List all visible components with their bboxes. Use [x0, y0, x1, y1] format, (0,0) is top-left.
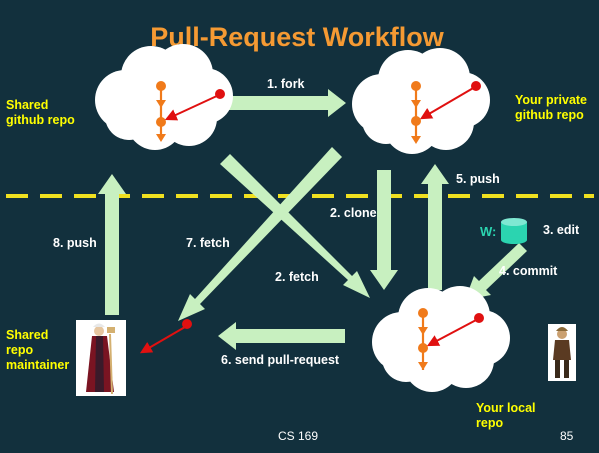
- label-line: repo: [6, 343, 33, 357]
- step-fetch-7-label: 7. fetch: [186, 236, 230, 250]
- branch-pointer-dot: [215, 89, 225, 99]
- shared-repo-commit-graph: [156, 81, 225, 142]
- slide-title: Pull-Request Workflow: [150, 22, 445, 52]
- private-github-repo-cloud: [352, 48, 490, 154]
- label-line: Your private: [515, 93, 587, 107]
- working-directory-label: W:: [480, 224, 496, 239]
- private-github-repo-label: Your private github repo: [515, 93, 591, 122]
- commit-node: [411, 116, 421, 126]
- label-line: Shared: [6, 328, 48, 342]
- label-line: Your local: [476, 401, 536, 415]
- label-line: Shared: [6, 98, 48, 112]
- step-fetch-2-label: 2. fetch: [275, 270, 319, 284]
- step-edit-label: 3. edit: [543, 223, 580, 237]
- commit-arrow: [465, 243, 527, 300]
- push-to-shared-arrow: [98, 174, 126, 315]
- shared-github-repo-label: Shared github repo: [6, 98, 75, 127]
- fetch-to-maintainer-arrow: [178, 147, 342, 321]
- course-footer: CS 169: [278, 429, 318, 443]
- commit-node: [156, 81, 166, 91]
- step-fork-label: 1. fork: [267, 77, 305, 91]
- label-line: github repo: [515, 108, 584, 122]
- commit-node: [418, 308, 428, 318]
- label-line: repo: [476, 416, 503, 430]
- label-line: maintainer: [6, 358, 69, 372]
- send-pull-request-arrow: [218, 322, 345, 350]
- fetch-to-local-arrow: [220, 154, 370, 298]
- private-repo-commit-graph: [411, 81, 481, 144]
- commit-node: [156, 117, 166, 127]
- local-repo-label: Your local repo: [476, 401, 539, 430]
- step-push-8-label: 8. push: [53, 236, 97, 250]
- maintainer-label: Shared repo maintainer: [6, 328, 69, 372]
- commit-node: [418, 343, 428, 353]
- clone-arrow: [370, 170, 398, 290]
- local-developer-figure: [548, 324, 576, 381]
- step-commit-label: 4. commit: [499, 264, 558, 278]
- working-directory-icon: [501, 218, 527, 244]
- fork-arrow: [218, 89, 346, 117]
- push-to-private-arrow: [421, 164, 449, 290]
- step-push-5-label: 5. push: [456, 172, 500, 186]
- page-number: 85: [560, 429, 574, 443]
- arrows: [98, 89, 527, 350]
- maintainer-figure: [76, 320, 126, 396]
- step-send-pull-request-label: 6. send pull-request: [221, 353, 340, 367]
- maintainer-pointer: [139, 319, 192, 354]
- step-clone-label: 2. clone: [330, 206, 377, 220]
- commit-node: [411, 81, 421, 91]
- branch-pointer-dot: [474, 313, 484, 323]
- label-line: github repo: [6, 113, 75, 127]
- local-repo-commit-graph: [418, 308, 484, 370]
